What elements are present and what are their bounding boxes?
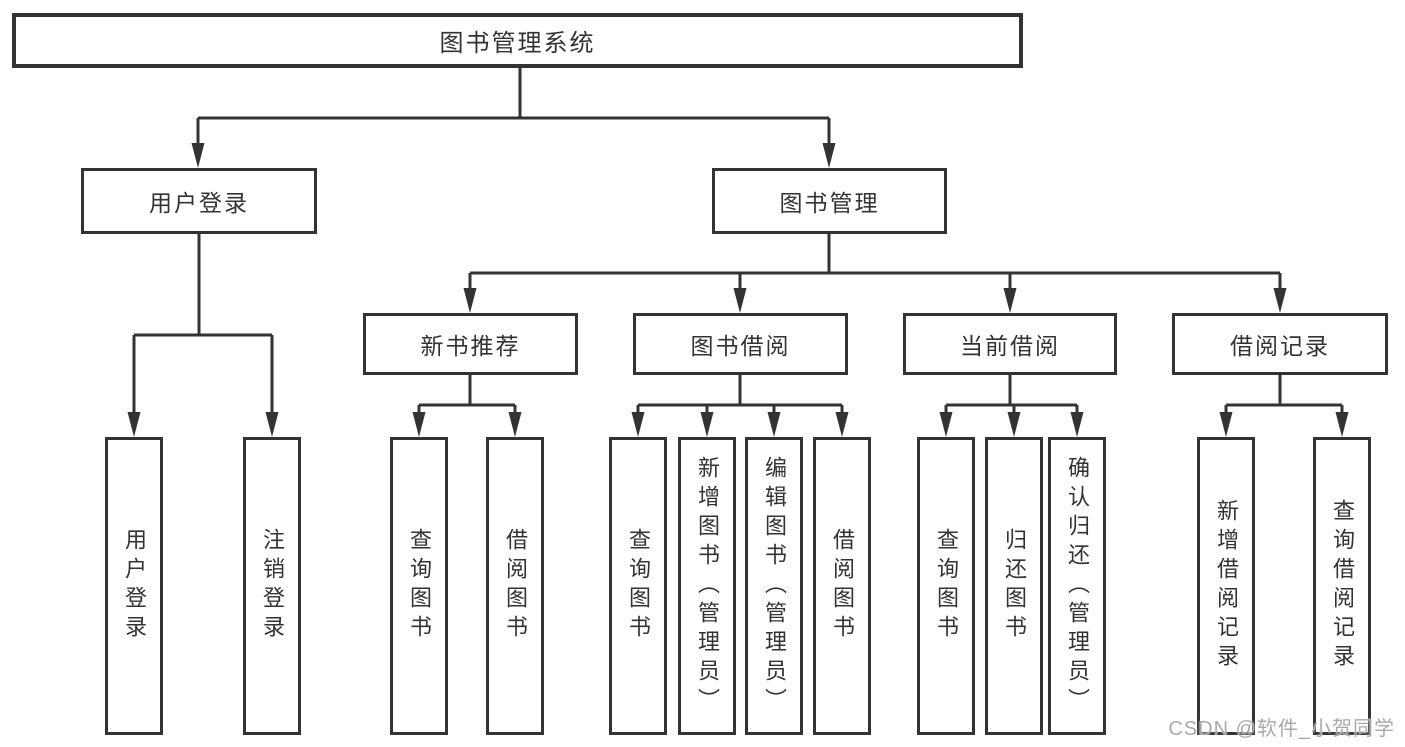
leaf-query-borrow-record: 查询借阅记录 xyxy=(1313,437,1371,735)
leaf-query-book-2: 查询图书 xyxy=(609,437,667,735)
leaf-label: 查询图书 xyxy=(626,528,651,644)
node-label: 图书管理 xyxy=(779,190,880,216)
node-label: 借阅记录 xyxy=(1230,333,1330,359)
node-label: 图书管理系统 xyxy=(439,30,596,57)
leaf-label: 借阅图书 xyxy=(503,528,528,644)
leaf-label: 用户登录 xyxy=(122,528,147,644)
node-book-management: 图书管理 xyxy=(712,168,947,234)
node-user-login: 用户登录 xyxy=(81,168,317,234)
leaf-user-login: 用户登录 xyxy=(105,437,163,735)
node-label: 当前借阅 xyxy=(960,333,1060,359)
node-label: 用户登录 xyxy=(149,190,249,216)
leaf-label: 借阅图书 xyxy=(830,528,855,644)
node-borrow-record: 借阅记录 xyxy=(1172,313,1388,375)
leaf-add-book-admin: 新增图书（管理员） xyxy=(678,437,736,735)
leaf-label: 查询借阅记录 xyxy=(1330,499,1355,673)
leaf-borrow-book-2: 借阅图书 xyxy=(813,437,871,735)
csdn-watermark: CSDN @软件_小贺同学 xyxy=(1168,718,1395,740)
node-current-borrow: 当前借阅 xyxy=(903,313,1117,375)
leaf-return-book: 归还图书 xyxy=(985,437,1043,735)
leaf-label: 注销登录 xyxy=(260,528,285,644)
leaf-confirm-return-admin: 确认归还（管理员） xyxy=(1048,437,1106,735)
node-book-borrow: 图书借阅 xyxy=(633,313,848,375)
leaf-borrow-book-1: 借阅图书 xyxy=(486,437,544,735)
node-label: 图书借阅 xyxy=(690,333,791,359)
node-library-system: 图书管理系统 xyxy=(12,13,1023,68)
leaf-logout: 注销登录 xyxy=(243,437,301,735)
leaf-query-book-3: 查询图书 xyxy=(917,437,975,735)
leaf-label: 新增借阅记录 xyxy=(1214,499,1239,673)
leaf-label: 编辑图书（管理员） xyxy=(762,455,787,717)
leaf-label: 确认归还（管理员） xyxy=(1065,455,1090,717)
leaf-label: 归还图书 xyxy=(1002,528,1027,644)
node-new-book-recommend: 新书推荐 xyxy=(363,313,578,375)
leaf-label: 查询图书 xyxy=(934,528,959,644)
leaf-edit-book-admin: 编辑图书（管理员） xyxy=(745,437,803,735)
leaf-add-borrow-record: 新增借阅记录 xyxy=(1197,437,1255,735)
leaf-label: 查询图书 xyxy=(407,528,432,644)
leaf-label: 新增图书（管理员） xyxy=(695,455,720,717)
node-label: 新书推荐 xyxy=(420,333,521,359)
leaf-query-book-1: 查询图书 xyxy=(390,437,448,735)
